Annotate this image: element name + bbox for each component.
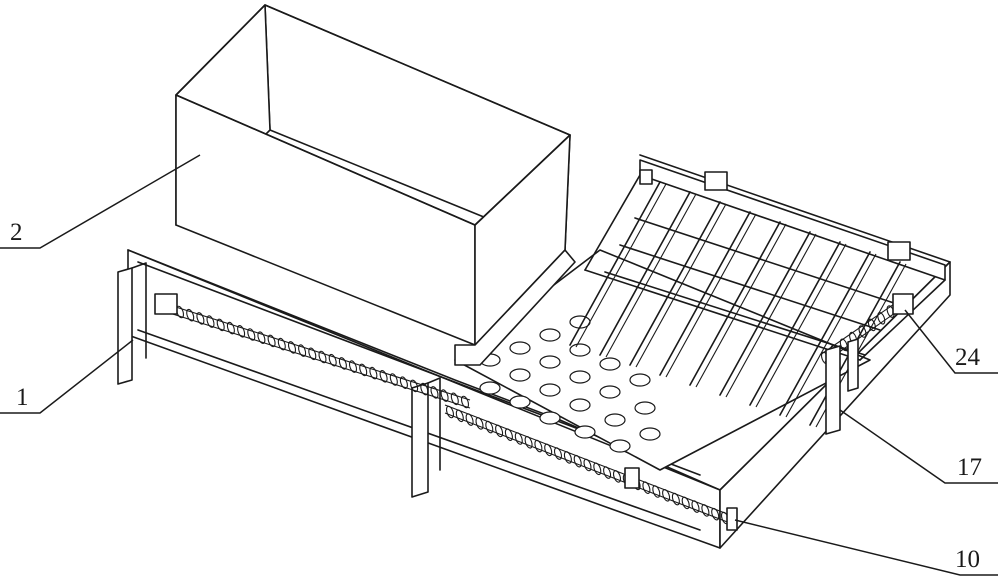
screw-flight bbox=[662, 489, 671, 502]
screw-flight bbox=[247, 328, 256, 341]
fork-rod bbox=[779, 251, 871, 416]
hopper bbox=[175, 4, 576, 366]
fork-rod bbox=[659, 211, 751, 376]
screw-flight bbox=[379, 370, 388, 383]
screw-flight bbox=[701, 504, 710, 517]
label-2: 2 bbox=[10, 219, 23, 246]
fork-rack bbox=[569, 159, 946, 435]
screw-flight bbox=[186, 308, 195, 322]
screw-flight bbox=[460, 395, 470, 409]
screw-flight bbox=[839, 338, 848, 352]
fork-rod bbox=[605, 193, 697, 358]
leader-lines bbox=[0, 154, 998, 576]
screw-flight bbox=[711, 507, 720, 521]
screw-flight bbox=[475, 417, 484, 430]
screw-flight bbox=[359, 363, 368, 377]
screw-flight bbox=[216, 318, 225, 332]
leader-24 bbox=[904, 309, 998, 374]
screw-flight bbox=[612, 470, 622, 483]
screw-flight bbox=[420, 382, 429, 396]
leader-10 bbox=[734, 519, 998, 576]
screw-flight bbox=[298, 344, 307, 357]
plate-holes bbox=[479, 315, 661, 453]
screw-flight bbox=[389, 373, 398, 386]
fork-rod bbox=[695, 223, 787, 388]
fork-rod bbox=[599, 191, 691, 356]
fork-rod bbox=[689, 221, 781, 386]
screw-flight bbox=[485, 420, 494, 434]
fork-rod bbox=[725, 233, 817, 398]
screw-flight bbox=[328, 353, 337, 367]
screw-flight bbox=[206, 315, 215, 328]
screw-flight bbox=[267, 334, 276, 348]
screw-flight bbox=[277, 337, 286, 351]
screw-flight bbox=[534, 439, 543, 453]
screw-flight bbox=[237, 325, 246, 338]
leader-2 bbox=[0, 154, 201, 249]
screw-flight bbox=[544, 443, 553, 457]
screw-flight bbox=[583, 458, 592, 472]
cross-bar bbox=[619, 244, 881, 331]
perforated-plate bbox=[454, 249, 871, 471]
label-17: 17 bbox=[957, 454, 982, 481]
screw-flight bbox=[318, 350, 327, 364]
screw-flight bbox=[593, 462, 602, 476]
screw-flight bbox=[691, 500, 700, 513]
screw-conveyor-lower bbox=[444, 404, 738, 531]
screw-flight bbox=[410, 379, 419, 393]
label-24: 24 bbox=[955, 344, 981, 371]
screw-flight bbox=[671, 492, 680, 506]
screw-flight bbox=[514, 432, 523, 445]
leader-17 bbox=[839, 409, 998, 484]
screw-flight bbox=[445, 405, 455, 419]
cross-bar bbox=[604, 271, 866, 356]
screw-flight bbox=[465, 413, 474, 426]
label-10: 10 bbox=[955, 546, 980, 573]
fork-rod bbox=[569, 181, 661, 346]
fork-rod bbox=[785, 253, 877, 418]
fork-rod bbox=[665, 213, 757, 378]
screw-flight bbox=[681, 496, 690, 510]
label-1: 1 bbox=[16, 384, 29, 411]
screw-flight bbox=[348, 360, 358, 373]
screw-flight bbox=[553, 447, 563, 460]
screw-flight bbox=[573, 454, 582, 468]
screw-flight bbox=[642, 481, 651, 494]
screw-flight bbox=[450, 392, 459, 406]
screw-flight bbox=[308, 347, 317, 361]
screw-flight bbox=[226, 321, 235, 335]
fork-rod bbox=[749, 241, 841, 406]
fork-rod bbox=[575, 183, 667, 348]
screw-flight bbox=[440, 389, 449, 402]
screw-flight bbox=[287, 341, 297, 354]
screw-flight bbox=[504, 428, 513, 441]
fork-rod bbox=[755, 243, 847, 408]
screw-flight bbox=[455, 409, 464, 423]
screw-flight bbox=[524, 436, 533, 449]
screw-conveyor-upper bbox=[154, 293, 471, 409]
screw-flight bbox=[603, 466, 612, 479]
leader-1 bbox=[0, 339, 134, 414]
screw-flight bbox=[495, 424, 504, 438]
screw-flight bbox=[338, 357, 347, 370]
screw-flight bbox=[196, 312, 205, 325]
screw-flight bbox=[563, 451, 572, 464]
fork-rod bbox=[719, 231, 811, 396]
screw-flight bbox=[257, 331, 266, 344]
screw-flight bbox=[858, 325, 867, 338]
cross-bar bbox=[634, 217, 901, 306]
screw-flight bbox=[652, 485, 661, 498]
screw-flight bbox=[369, 366, 378, 380]
fork-rod bbox=[635, 203, 727, 368]
screw-flight bbox=[430, 386, 439, 399]
fork-rod bbox=[629, 201, 721, 366]
screw-flight bbox=[399, 376, 408, 389]
